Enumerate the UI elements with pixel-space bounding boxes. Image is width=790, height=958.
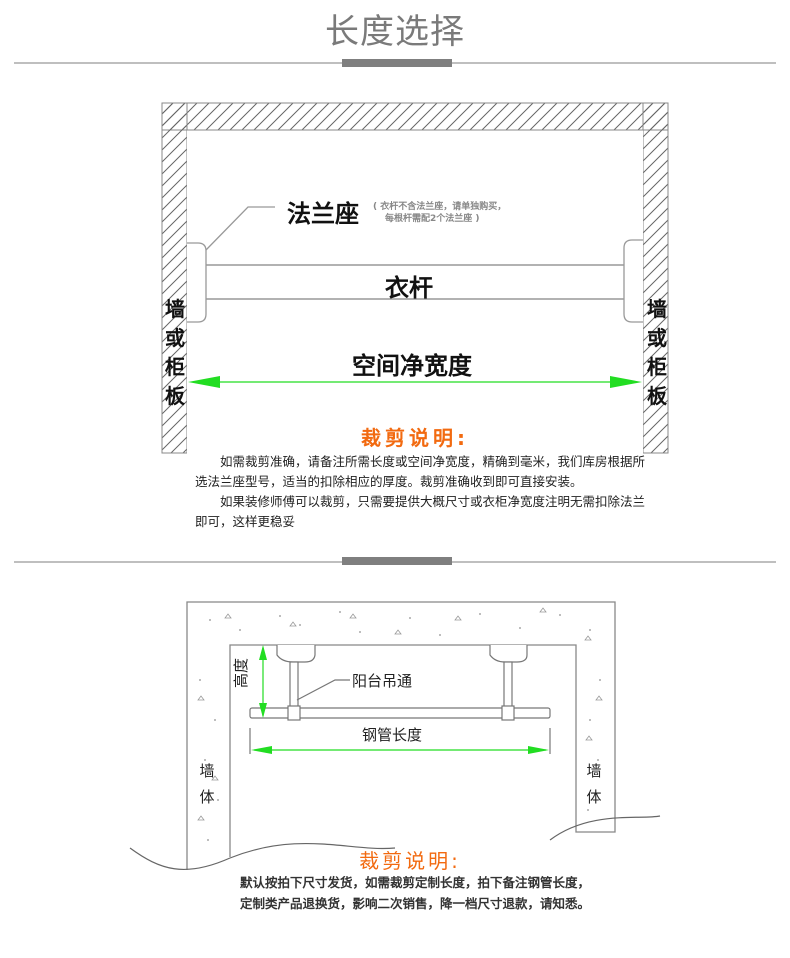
arrow-left-icon	[188, 376, 220, 388]
right-ceiling-mount	[489, 645, 528, 663]
wall-body-label-left: 墙 体	[199, 762, 215, 806]
width-label: 空间净宽度	[352, 352, 472, 380]
left-flange	[187, 242, 207, 323]
cutting-note-body-1: 如需裁剪准确，请备注所需长度或空间净宽度，精确到毫米，我们库房根据所选法兰座型号…	[195, 452, 650, 532]
cutting-note-paragraph: 如果装修师傅可以裁剪，只需要提供大概尺寸或衣柜净宽度注明无需扣除法兰即可，这样更…	[195, 494, 646, 529]
wall-body-label-right: 墙 体	[586, 762, 602, 806]
arrow-down-icon	[259, 703, 267, 718]
steel-pipe	[249, 707, 551, 719]
arrow-left-icon	[251, 746, 272, 754]
cutting-note-body-2: 默认按拍下尺寸发货，如需裁剪定制长度，拍下备注钢管长度， 定制类产品退换货，影响…	[239, 875, 590, 911]
section-divider-bar	[342, 557, 452, 565]
flange-note-line2: 每根杆需配2个法兰座 )	[385, 214, 480, 224]
wall-label-right: 墙 或 柜 板	[647, 297, 667, 408]
flange-note-line1: ( 衣杆不含法兰座，请单独购买，	[373, 202, 507, 212]
right-wall-hatch	[642, 102, 669, 454]
right-flange	[623, 239, 643, 323]
cutting-note-title-2: 裁剪说明:	[359, 849, 461, 873]
cutting-note-paragraph: 如需裁剪准确，请备注所需长度或空间净宽度，精确到毫米，我们库房根据所选法兰座型号…	[195, 454, 646, 489]
wardrobe-rod-diagram	[161, 102, 669, 455]
flange-leader-line	[205, 206, 275, 251]
balcony-hanger-diagram	[129, 601, 661, 870]
pipe-length-label: 钢管长度	[362, 726, 423, 744]
hanger-leader-line	[296, 679, 350, 701]
arrow-right-icon	[610, 376, 642, 388]
ground-curve	[129, 842, 396, 870]
flange-label: 法兰座	[287, 200, 359, 228]
left-ceiling-mount	[276, 645, 316, 663]
arrow-right-icon	[528, 746, 549, 754]
header-divider-bar	[342, 59, 452, 67]
arrow-up-icon	[259, 645, 267, 660]
hanger-label: 阳台吊通	[352, 672, 413, 690]
left-wall-hatch	[161, 102, 188, 454]
height-label: 高度	[232, 657, 250, 688]
page-title: 长度选择	[325, 12, 465, 52]
rod-label: 衣杆	[385, 274, 433, 302]
ceiling-hatch	[161, 102, 669, 131]
wall-label-left: 墙 或 柜 板	[165, 297, 185, 408]
cutting-note-title-1: 裁剪说明:	[361, 426, 469, 450]
